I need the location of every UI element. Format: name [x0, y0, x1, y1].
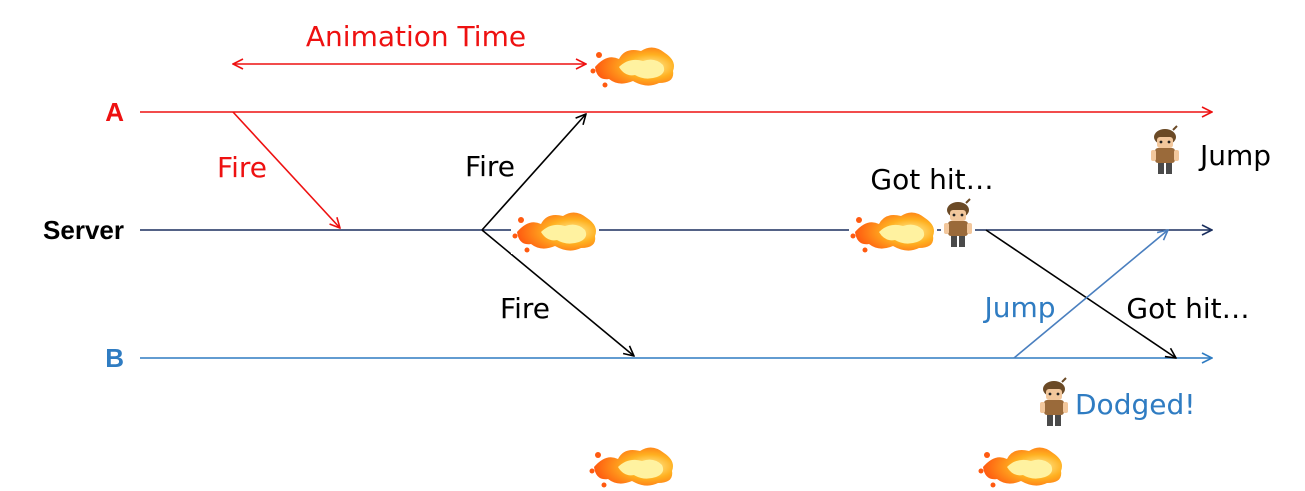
- fireball-icon: [977, 441, 1065, 489]
- jump-a-label: Jump: [1198, 139, 1271, 172]
- fire-server-to-b-label: Fire: [500, 292, 550, 325]
- lane-label-server: Server: [43, 215, 124, 245]
- got-hit-b-label: Got hit…: [1126, 292, 1249, 325]
- got-hit-server-to-b-arrow: [985, 229, 1176, 358]
- got-hit-server-label: Got hit…: [870, 163, 993, 196]
- jump-b-to-server-arrow: [1013, 230, 1168, 359]
- animation-time-label: Animation Time: [306, 20, 526, 53]
- fire-a-to-server-arrow: [232, 111, 340, 228]
- fire-a-label: Fire: [217, 151, 267, 184]
- lane-label-a: A: [105, 97, 124, 127]
- fire-server-to-b-arrow: [481, 229, 634, 356]
- jump-b-label: Jump: [982, 291, 1055, 324]
- character-sprite-icon: [1036, 377, 1072, 429]
- fire-server-to-a-label: Fire: [465, 150, 515, 183]
- fire-server-to-a-arrow: [481, 114, 586, 231]
- fireball-icon: [589, 41, 677, 89]
- dodged-b-label: Dodged!: [1075, 388, 1195, 421]
- character-sprite-icon: [940, 198, 976, 250]
- fireball-icon: [588, 441, 676, 489]
- lane-label-b: B: [105, 343, 124, 373]
- character-sprite-icon: [1147, 125, 1183, 177]
